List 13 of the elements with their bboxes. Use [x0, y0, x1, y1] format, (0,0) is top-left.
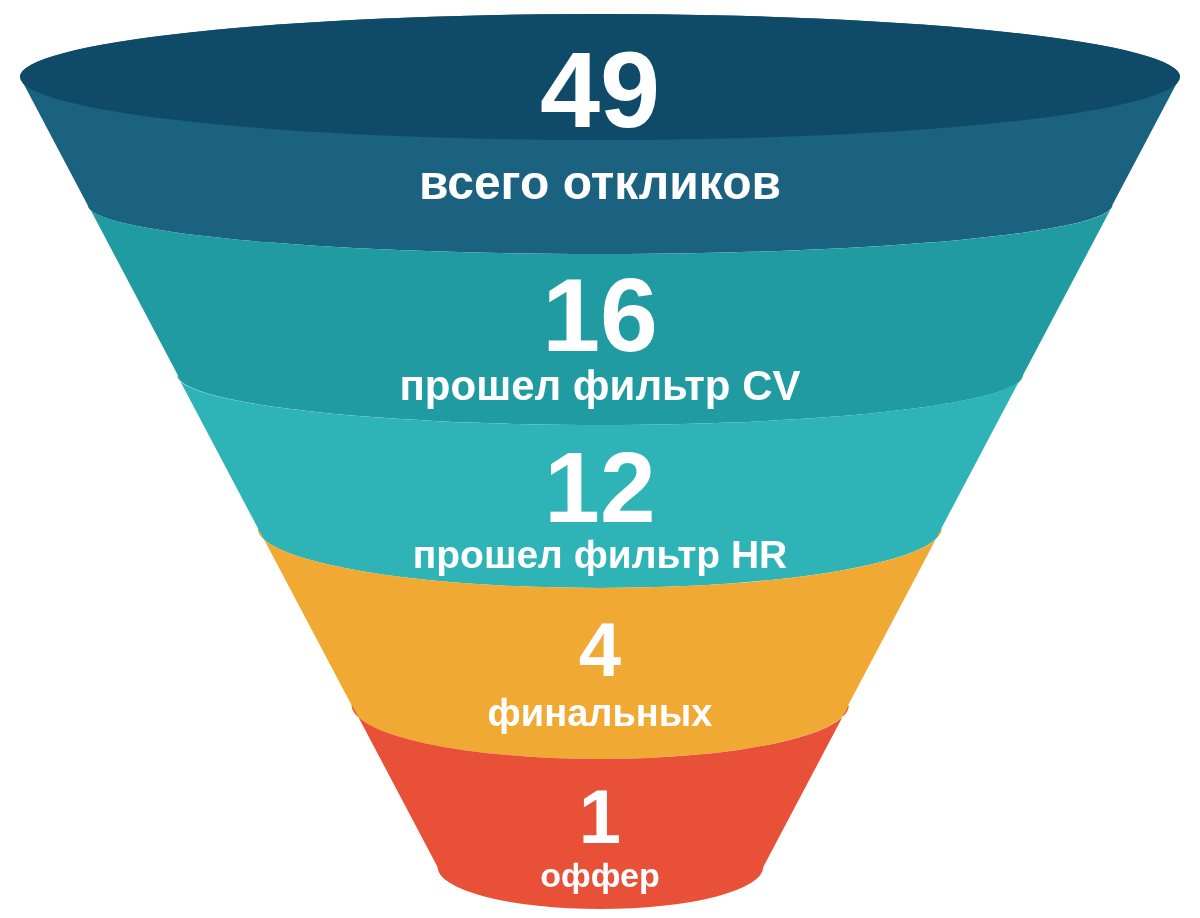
stage-count: 1 — [578, 779, 622, 855]
stage-label: прошел фильтр CV — [399, 365, 801, 407]
stage-count: 16 — [542, 263, 658, 367]
stage-count: 49 — [539, 36, 661, 144]
stage-count: 12 — [544, 437, 656, 537]
funnel-band — [256, 528, 944, 761]
stage-label: всего откликов — [418, 159, 782, 207]
funnel-band — [85, 205, 1115, 427]
stage-count: 4 — [578, 612, 622, 688]
stage-label: финальных — [487, 694, 713, 732]
stage-label: оффер — [540, 858, 660, 892]
stage-label: прошел фильтр HR — [412, 535, 788, 574]
funnel-band — [18, 14, 1182, 256]
